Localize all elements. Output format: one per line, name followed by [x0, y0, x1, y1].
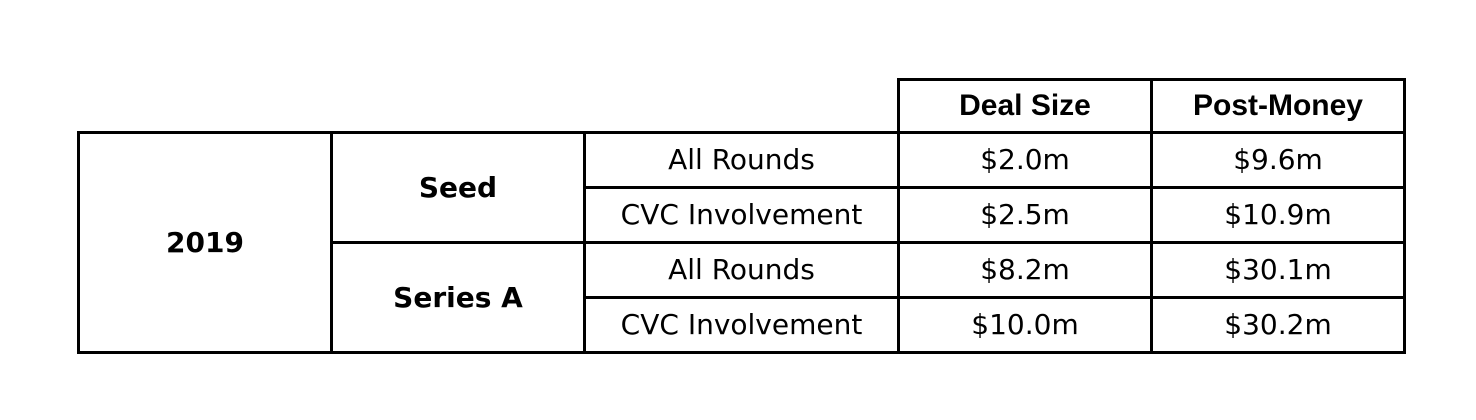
round-type-cell: All Rounds: [583, 241, 900, 299]
post-money-cell: $30.1m: [1150, 241, 1406, 299]
post-money-cell: $10.9m: [1150, 186, 1406, 244]
header-spacer: [79, 80, 899, 133]
year-cell: 2019: [77, 131, 333, 354]
deal-size-cell: $8.2m: [897, 241, 1153, 299]
table-row: CVC Involvement $2.5m $10.9m: [79, 186, 1406, 244]
post-money-cell: $30.2m: [1150, 296, 1406, 354]
header-row: Deal Size Post-Money: [79, 78, 1406, 134]
round-type-cell: CVC Involvement: [583, 296, 900, 354]
table-row: CVC Involvement $10.0m $30.2m: [79, 296, 1406, 354]
deal-size-cell: $2.0m: [897, 131, 1153, 189]
deal-size-cell: $10.0m: [897, 296, 1153, 354]
round-type-cell: CVC Involvement: [583, 186, 900, 244]
post-money-cell: $9.6m: [1150, 131, 1406, 189]
stage-cell-seed: Seed: [330, 131, 586, 244]
deal-table: Deal Size Post-Money 2019 Seed All Round…: [77, 78, 1406, 354]
deal-size-cell: $2.5m: [897, 186, 1153, 244]
deal-table-container: Deal Size Post-Money 2019 Seed All Round…: [77, 78, 1406, 354]
table-row: Series A All Rounds $8.2m $30.1m: [79, 241, 1406, 354]
header-post-money: Post-Money: [1150, 78, 1406, 134]
round-type-cell: All Rounds: [583, 131, 900, 189]
stage-cell-series-a: Series A: [330, 241, 586, 354]
table-row: 2019 Seed All Rounds $2.0m $9.6m: [77, 131, 1406, 354]
header-deal-size: Deal Size: [897, 78, 1153, 134]
